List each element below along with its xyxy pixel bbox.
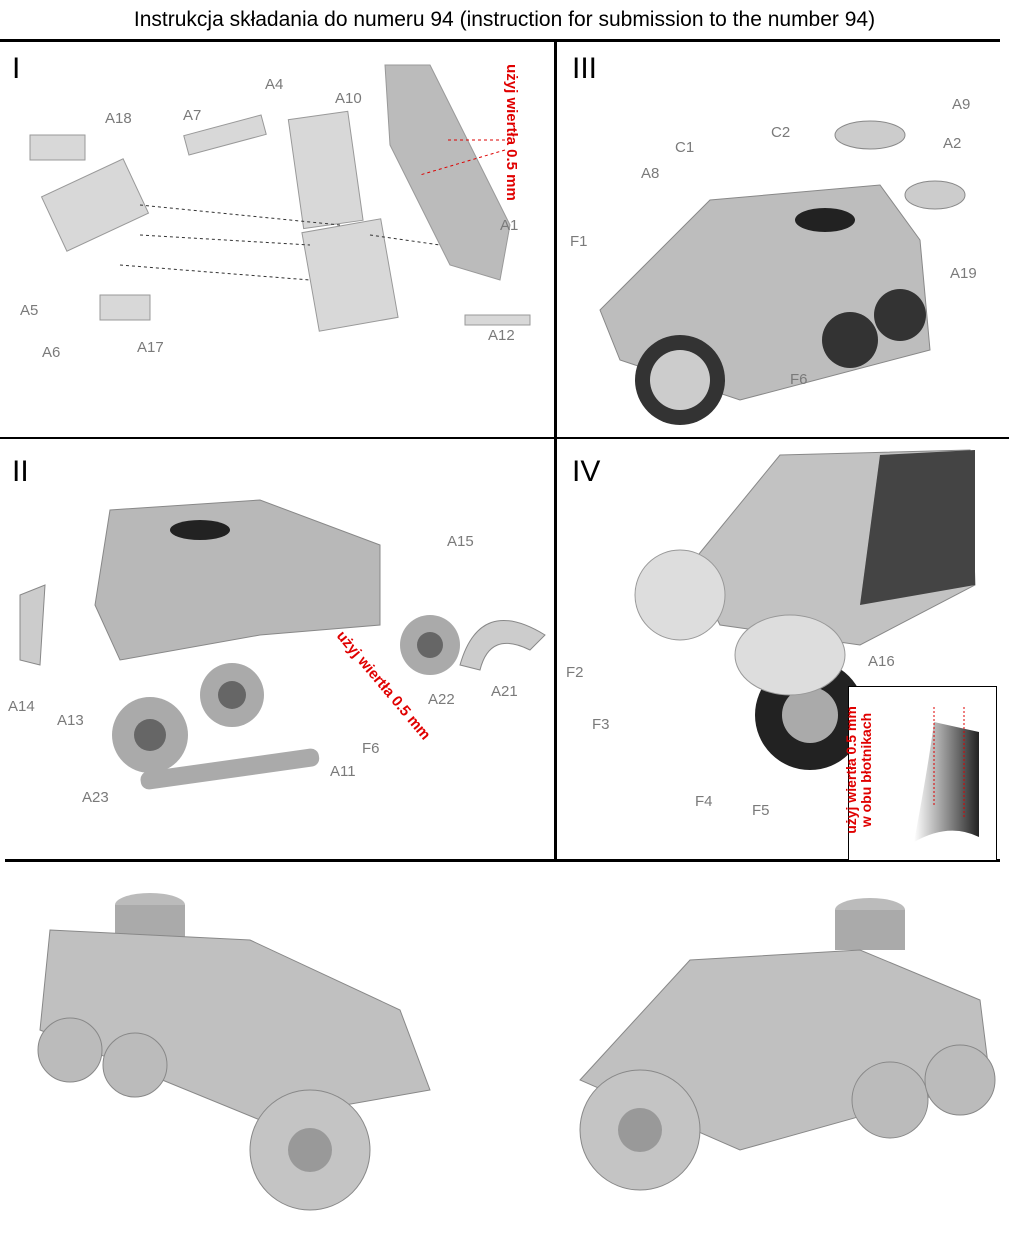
- divider: [5, 859, 1000, 862]
- divider: [0, 437, 1009, 439]
- inset-note-line1: użyj wiertła 0.5 mm: [842, 706, 859, 834]
- fender-drill-inset: użyj wiertła 0.5 mm w obu błotnikach: [843, 686, 997, 861]
- final-vehicle-render-left: [37, 893, 431, 1211]
- step-numeral-ii: II: [12, 455, 29, 488]
- part-label: A6: [42, 344, 61, 361]
- part-label: C1: [675, 139, 695, 156]
- part-label: A12: [488, 327, 515, 344]
- step-numeral-i: I: [12, 52, 21, 85]
- part-label: A9: [952, 96, 971, 113]
- part-label: A14: [8, 698, 35, 715]
- part-label: F2: [566, 664, 584, 681]
- part-label: A7: [183, 107, 202, 124]
- part-label: A19: [950, 265, 977, 282]
- part-label: A18: [105, 110, 132, 127]
- part-label: F6: [362, 740, 380, 757]
- part-label: F4: [695, 793, 713, 810]
- part-label: A16: [868, 653, 895, 670]
- part-label: A4: [265, 76, 284, 93]
- part-label: F3: [592, 716, 610, 733]
- step-iv-vehicle: [634, 449, 976, 770]
- fender-icon: [914, 707, 979, 842]
- part-label: A13: [57, 712, 84, 729]
- step-i-exploded-view: [29, 64, 531, 332]
- drill-note: użyj wiertła 0.5 mm: [502, 64, 520, 201]
- divider: [0, 39, 1000, 42]
- step-iii-vehicle: [599, 120, 966, 425]
- part-label: F5: [752, 802, 770, 819]
- page-title: Instrukcja składania do numeru 94 (instr…: [133, 8, 876, 31]
- part-label: A17: [137, 339, 164, 356]
- step-numeral-iv: IV: [572, 455, 601, 488]
- part-label: A21: [491, 683, 518, 700]
- part-label: A11: [330, 763, 356, 780]
- part-label: A8: [641, 165, 660, 182]
- part-label: A2: [943, 135, 962, 152]
- step-ii-vehicle: [19, 499, 546, 790]
- part-label: A1: [500, 217, 519, 234]
- step-numeral-iii: III: [572, 52, 598, 85]
- part-label: A10: [335, 90, 362, 107]
- part-label: F6: [790, 371, 808, 388]
- part-label: A22: [428, 691, 455, 708]
- final-vehicle-render-right: [579, 898, 996, 1191]
- part-label: A5: [20, 302, 39, 319]
- part-label: F1: [570, 233, 588, 250]
- part-label: A23: [82, 789, 109, 806]
- divider: [554, 40, 557, 860]
- part-label: C2: [771, 124, 791, 141]
- part-label: A15: [447, 533, 474, 550]
- inset-note-line2: w obu błotnikach: [858, 712, 875, 828]
